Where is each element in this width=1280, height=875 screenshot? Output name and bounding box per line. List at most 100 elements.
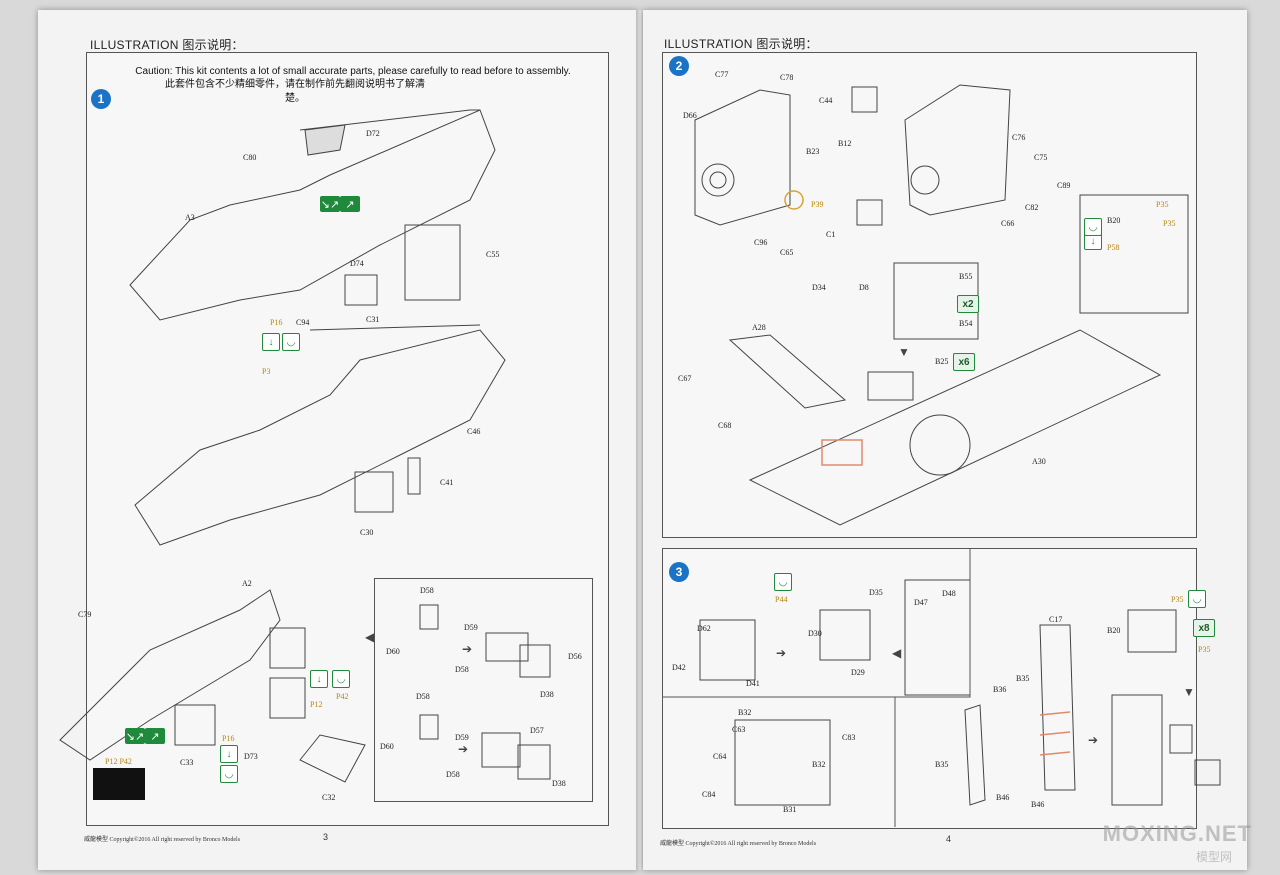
part-label: D41 [746,679,760,688]
part-label: C89 [1057,181,1071,190]
part-label: D58 [446,770,460,779]
part-label: C46 [467,427,481,436]
part-label: B35 [1016,674,1030,683]
part-label: P35 [1156,200,1169,209]
part-label: D35 [869,588,883,597]
part-label: D29 [851,668,865,677]
right-arrow-icon: ➔ [776,646,787,660]
glue-step-icon: ↘↗ [320,196,340,212]
part-label: C83 [842,733,856,742]
part-label: B25 [935,357,949,366]
left-page-header: ILLUSTRATION 图示说明： [90,38,244,52]
part-label: C79 [78,610,92,619]
multiplier-badge: x6 [953,353,975,371]
part-label: D8 [859,283,869,292]
bend-curve-icon: ◡ [220,765,238,783]
part-label: C44 [819,96,833,105]
part-label: D58 [416,692,430,701]
part-label: P35 [1171,595,1184,604]
part-label: A28 [752,323,766,332]
part-label: C80 [243,153,257,162]
step-3-badge: 3 [669,562,689,582]
step-1-badge: 1 [91,89,111,109]
part-label: B32 [812,760,826,769]
glue-step-icon: ↗ [340,196,360,212]
part-label: C65 [780,248,794,257]
right-page-header: ILLUSTRATION 图示说明： [664,37,818,51]
part-label: P16 [270,318,283,327]
part-label: C77 [715,70,729,79]
caution-english: Caution: This kit contents a lot of smal… [135,66,571,77]
part-label: C75 [1034,153,1048,162]
part-label: C1 [826,230,836,239]
part-label: A30 [1032,457,1046,466]
step2-frame [662,52,1197,538]
bend-curve-icon: ◡ [774,573,792,591]
part-label: B54 [959,319,973,328]
glue-step-icon: ↗ [145,728,165,744]
part-label: C96 [754,238,768,247]
part-label: B20 [1107,216,1121,225]
part-label: D62 [697,624,711,633]
part-label: D47 [914,598,928,607]
glue-step-icon: ↘↗ [125,728,145,744]
right-arrow-icon: ➔ [458,742,469,756]
part-label: B23 [806,147,820,156]
part-label: P16 [222,734,235,743]
bend-curve-icon: ◡ [1188,590,1206,608]
step-2-badge: 2 [669,56,689,76]
part-label: D59 [464,623,478,632]
part-label: C31 [366,315,380,324]
right-page-footer: 威龍模型 Copyright©2016 All right reserved b… [660,841,817,847]
caution-chinese: 此套件包含不少精细零件，请在制作前先翻阅说明书了解清楚。 [165,79,425,104]
part-label: A3 [185,213,195,222]
part-label: C67 [678,374,692,383]
part-label: C94 [296,318,310,327]
right-arrow-icon: ➔ [1088,733,1099,747]
bend-curve-icon: ◡ [282,333,300,351]
part-label: C76 [1012,133,1026,142]
part-label: P39 [811,200,824,209]
part-label: P35 [1198,645,1211,654]
part-label: C78 [780,73,794,82]
book-gutter [636,10,645,870]
part-label: C84 [702,790,716,799]
multiplier-badge: x8 [1193,619,1215,637]
part-label: P42 [336,692,349,701]
part-label: D42 [672,663,686,672]
part-label: P58 [1107,243,1120,252]
part-label: D58 [455,665,469,674]
part-label: D57 [530,726,544,735]
part-label: P12 P42 [105,757,132,766]
part-label: D74 [350,259,364,268]
step1-subassembly-box [374,578,593,802]
part-label: P3 [262,367,271,376]
left-arrow-icon: ◀ [365,630,375,644]
part-label: B46 [1031,800,1045,809]
bend-down-icon: ↓ [262,333,280,351]
down-arrow-icon: ▼ [898,345,910,359]
part-label: C82 [1025,203,1039,212]
right-arrow-icon: ➔ [462,642,473,656]
part-label: C55 [486,250,500,259]
part-label: D58 [420,586,434,595]
part-label: D56 [568,652,582,661]
down-arrow-icon: ▼ [1183,685,1195,699]
part-label: D38 [552,779,566,788]
part-label: C68 [718,421,732,430]
part-label: D38 [540,690,554,699]
bend-down-icon: ↓ [310,670,328,688]
left-arrow-icon: ◀ [892,646,902,660]
bend-curve-icon: ◡ [332,670,350,688]
part-label: B31 [783,805,797,814]
photo-etch-parts-photo [93,768,145,800]
bend-down-icon: ↓ [220,745,238,763]
part-label: B46 [996,793,1010,802]
part-label: B12 [838,139,852,148]
part-label: P12 [310,700,323,709]
part-label: B32 [738,708,752,717]
part-label: B20 [1107,626,1121,635]
part-label: C17 [1049,615,1063,624]
part-label: B35 [935,760,949,769]
part-label: B55 [959,272,973,281]
